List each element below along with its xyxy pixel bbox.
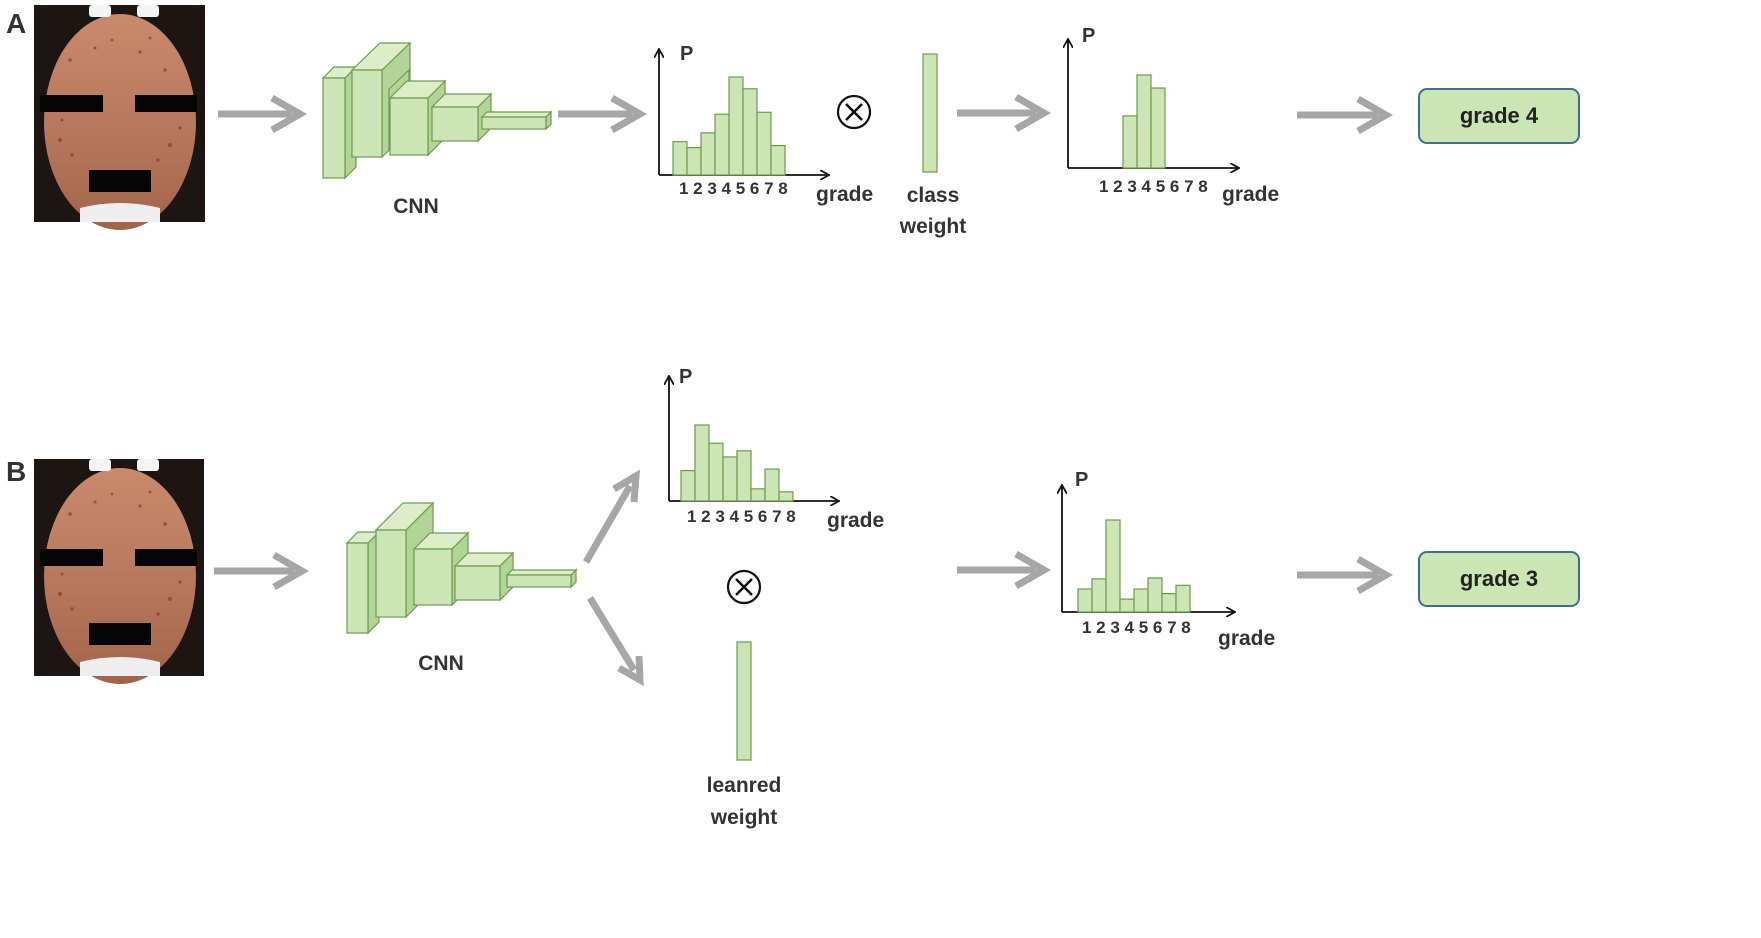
cnn-layer xyxy=(345,530,381,635)
histogram-bar-grade-1 xyxy=(1077,588,1093,613)
histogram-bar-grade-8 xyxy=(778,491,794,502)
histogram-bar-grade-1 xyxy=(672,141,688,176)
tick-labels: 1 2 3 4 5 6 7 8 xyxy=(1099,177,1208,196)
tick-labels: 1 2 3 4 5 6 7 8 xyxy=(687,507,796,526)
x-axis-label: grade xyxy=(827,509,884,532)
y-axis-label: P xyxy=(1075,469,1088,491)
histogram-bar-grade-2 xyxy=(686,146,702,176)
cnn-layer xyxy=(350,41,412,159)
arrow-b-cnn-to-hist xyxy=(582,469,641,564)
arrow-a-to-output-hist xyxy=(957,93,1052,133)
histogram-bar-grade-5 xyxy=(1150,87,1166,169)
histogram-bar-grade-6 xyxy=(1147,577,1163,613)
histogram-bar-grade-5 xyxy=(1133,588,1149,613)
histogram-bar-grade-4 xyxy=(1119,598,1135,613)
histogram-bar-grade-3 xyxy=(708,442,724,502)
histogram-bar-grade-7 xyxy=(764,468,780,502)
cnn-block-b xyxy=(345,501,578,635)
histogram-a-output: P 1 2 3 4 5 6 7 8 grade xyxy=(1068,25,1279,206)
learned-weight-bar xyxy=(736,641,752,761)
arrow-a-to-result xyxy=(1297,95,1394,135)
result-box-b: grade 3 xyxy=(1418,551,1580,607)
panel-b-letter: B xyxy=(6,456,26,487)
cnn-block-a xyxy=(321,41,553,180)
x-axis-label: grade xyxy=(1222,183,1279,206)
cnn-layer xyxy=(505,568,578,589)
class-weight-bar xyxy=(922,53,938,173)
tick-labels: 1 2 3 4 5 6 7 8 xyxy=(679,179,788,198)
arrow-a-cnn-to-hist xyxy=(558,94,648,134)
multiply-symbol-b xyxy=(726,569,762,605)
histogram-bar-grade-5 xyxy=(736,450,752,502)
arrow-b-to-result xyxy=(1297,555,1394,595)
histogram-bar-grade-1 xyxy=(680,470,696,502)
y-axis-label: P xyxy=(679,366,692,388)
histogram-bar-grade-5 xyxy=(728,76,744,176)
cnn-layer xyxy=(321,65,358,180)
class-weight-label-line1: class xyxy=(907,184,960,207)
histogram-bar-grade-8 xyxy=(1175,584,1191,613)
histogram-b-input: P 1 2 3 4 5 6 7 8 grade xyxy=(669,366,884,532)
panel-a-letter: A xyxy=(6,8,26,39)
x-axis-label: grade xyxy=(816,183,873,206)
histogram-bar-grade-4 xyxy=(1136,74,1152,169)
y-axis-label: P xyxy=(1082,25,1095,47)
histogram-bar-grade-6 xyxy=(750,488,766,502)
histogram-bar-grade-3 xyxy=(1122,115,1138,169)
learned-weight-label-line1: leanred xyxy=(707,774,782,797)
histogram-bar-grade-6 xyxy=(742,88,758,176)
learned-weight-label-line2: weight xyxy=(710,806,778,829)
face-photo-a xyxy=(34,5,205,230)
histogram-bar-grade-2 xyxy=(694,424,710,502)
histogram-b-output: P 1 2 3 4 5 6 7 8 grade xyxy=(1062,469,1275,650)
arrow-b-cnn-to-weight xyxy=(587,596,644,687)
histogram-bar-grade-3 xyxy=(700,132,716,176)
histogram-a-input: P 1 2 3 4 5 6 7 8 grade xyxy=(659,43,873,206)
cnn-layer xyxy=(480,110,553,131)
result-box-a: grade 4 xyxy=(1418,88,1580,144)
result-label-a: grade 4 xyxy=(1459,103,1539,128)
class-weight-label-line2: weight xyxy=(899,215,967,238)
cnn-label-a: CNN xyxy=(393,195,439,218)
result-label-b: grade 3 xyxy=(1459,566,1539,591)
histogram-bar-grade-2 xyxy=(1091,578,1107,613)
arrow-a-face-to-cnn xyxy=(218,94,308,134)
arrow-b-to-output-hist xyxy=(957,550,1052,590)
x-axis-label: grade xyxy=(1218,627,1275,650)
histogram-bar-grade-4 xyxy=(714,113,730,176)
histogram-bar-grade-8 xyxy=(770,145,786,176)
histogram-bar-grade-4 xyxy=(722,456,738,502)
arrow-b-face-to-cnn xyxy=(214,551,310,591)
face-photo-b xyxy=(34,459,204,684)
multiply-symbol-a xyxy=(836,94,872,130)
histogram-bar-grade-3 xyxy=(1105,519,1121,613)
histogram-bar-grade-7 xyxy=(756,111,772,176)
cnn-label-b: CNN xyxy=(418,652,464,675)
tick-labels: 1 2 3 4 5 6 7 8 xyxy=(1082,618,1191,637)
histogram-bar-grade-7 xyxy=(1161,592,1177,613)
y-axis-label: P xyxy=(680,43,693,65)
cnn-layer xyxy=(453,551,515,602)
